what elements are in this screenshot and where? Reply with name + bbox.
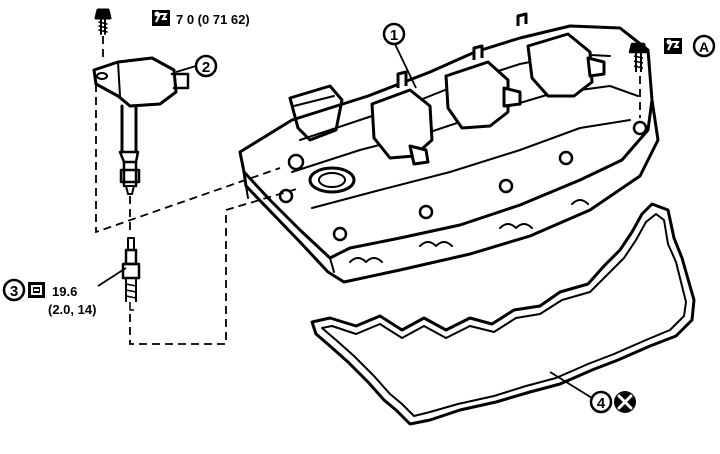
leader-lines [97, 41, 593, 399]
installed-coil-3 [516, 12, 606, 98]
spark-plug [121, 237, 141, 311]
torque-wrench-icon [152, 10, 170, 26]
rocker-cover-gasket [310, 202, 696, 426]
reference-bolt-a [628, 42, 648, 72]
callout-3-label: 3 [10, 283, 18, 300]
assembly-guide-lines [95, 36, 641, 345]
torque-wrench-icon [664, 38, 682, 54]
callout-2: 2 [194, 54, 218, 78]
installed-ignition-coils [370, 12, 606, 166]
spark-plug-socket-icon [28, 282, 45, 298]
callout-a-label: A [699, 39, 709, 55]
callout-1-label: 1 [390, 27, 398, 44]
callout-2-label: 2 [202, 59, 210, 76]
installed-coil-2 [444, 44, 522, 130]
callout-a: A [692, 34, 716, 58]
callout-4-label: 4 [597, 395, 606, 412]
callout-3: 3 [2, 278, 26, 302]
callout-4: 4 [589, 390, 613, 414]
spark-plug-torque-spec: 19.6 [52, 284, 77, 299]
coil-bolt-torque-spec: 7 0 (0 71 62) [176, 12, 250, 27]
spark-plug-torque-spec-units: (2.0, 14) [48, 302, 96, 317]
ignition-coil [92, 8, 190, 195]
callout-1: 1 [382, 22, 406, 46]
do-not-reuse-icon [614, 391, 636, 413]
installed-coil-1 [370, 70, 434, 166]
